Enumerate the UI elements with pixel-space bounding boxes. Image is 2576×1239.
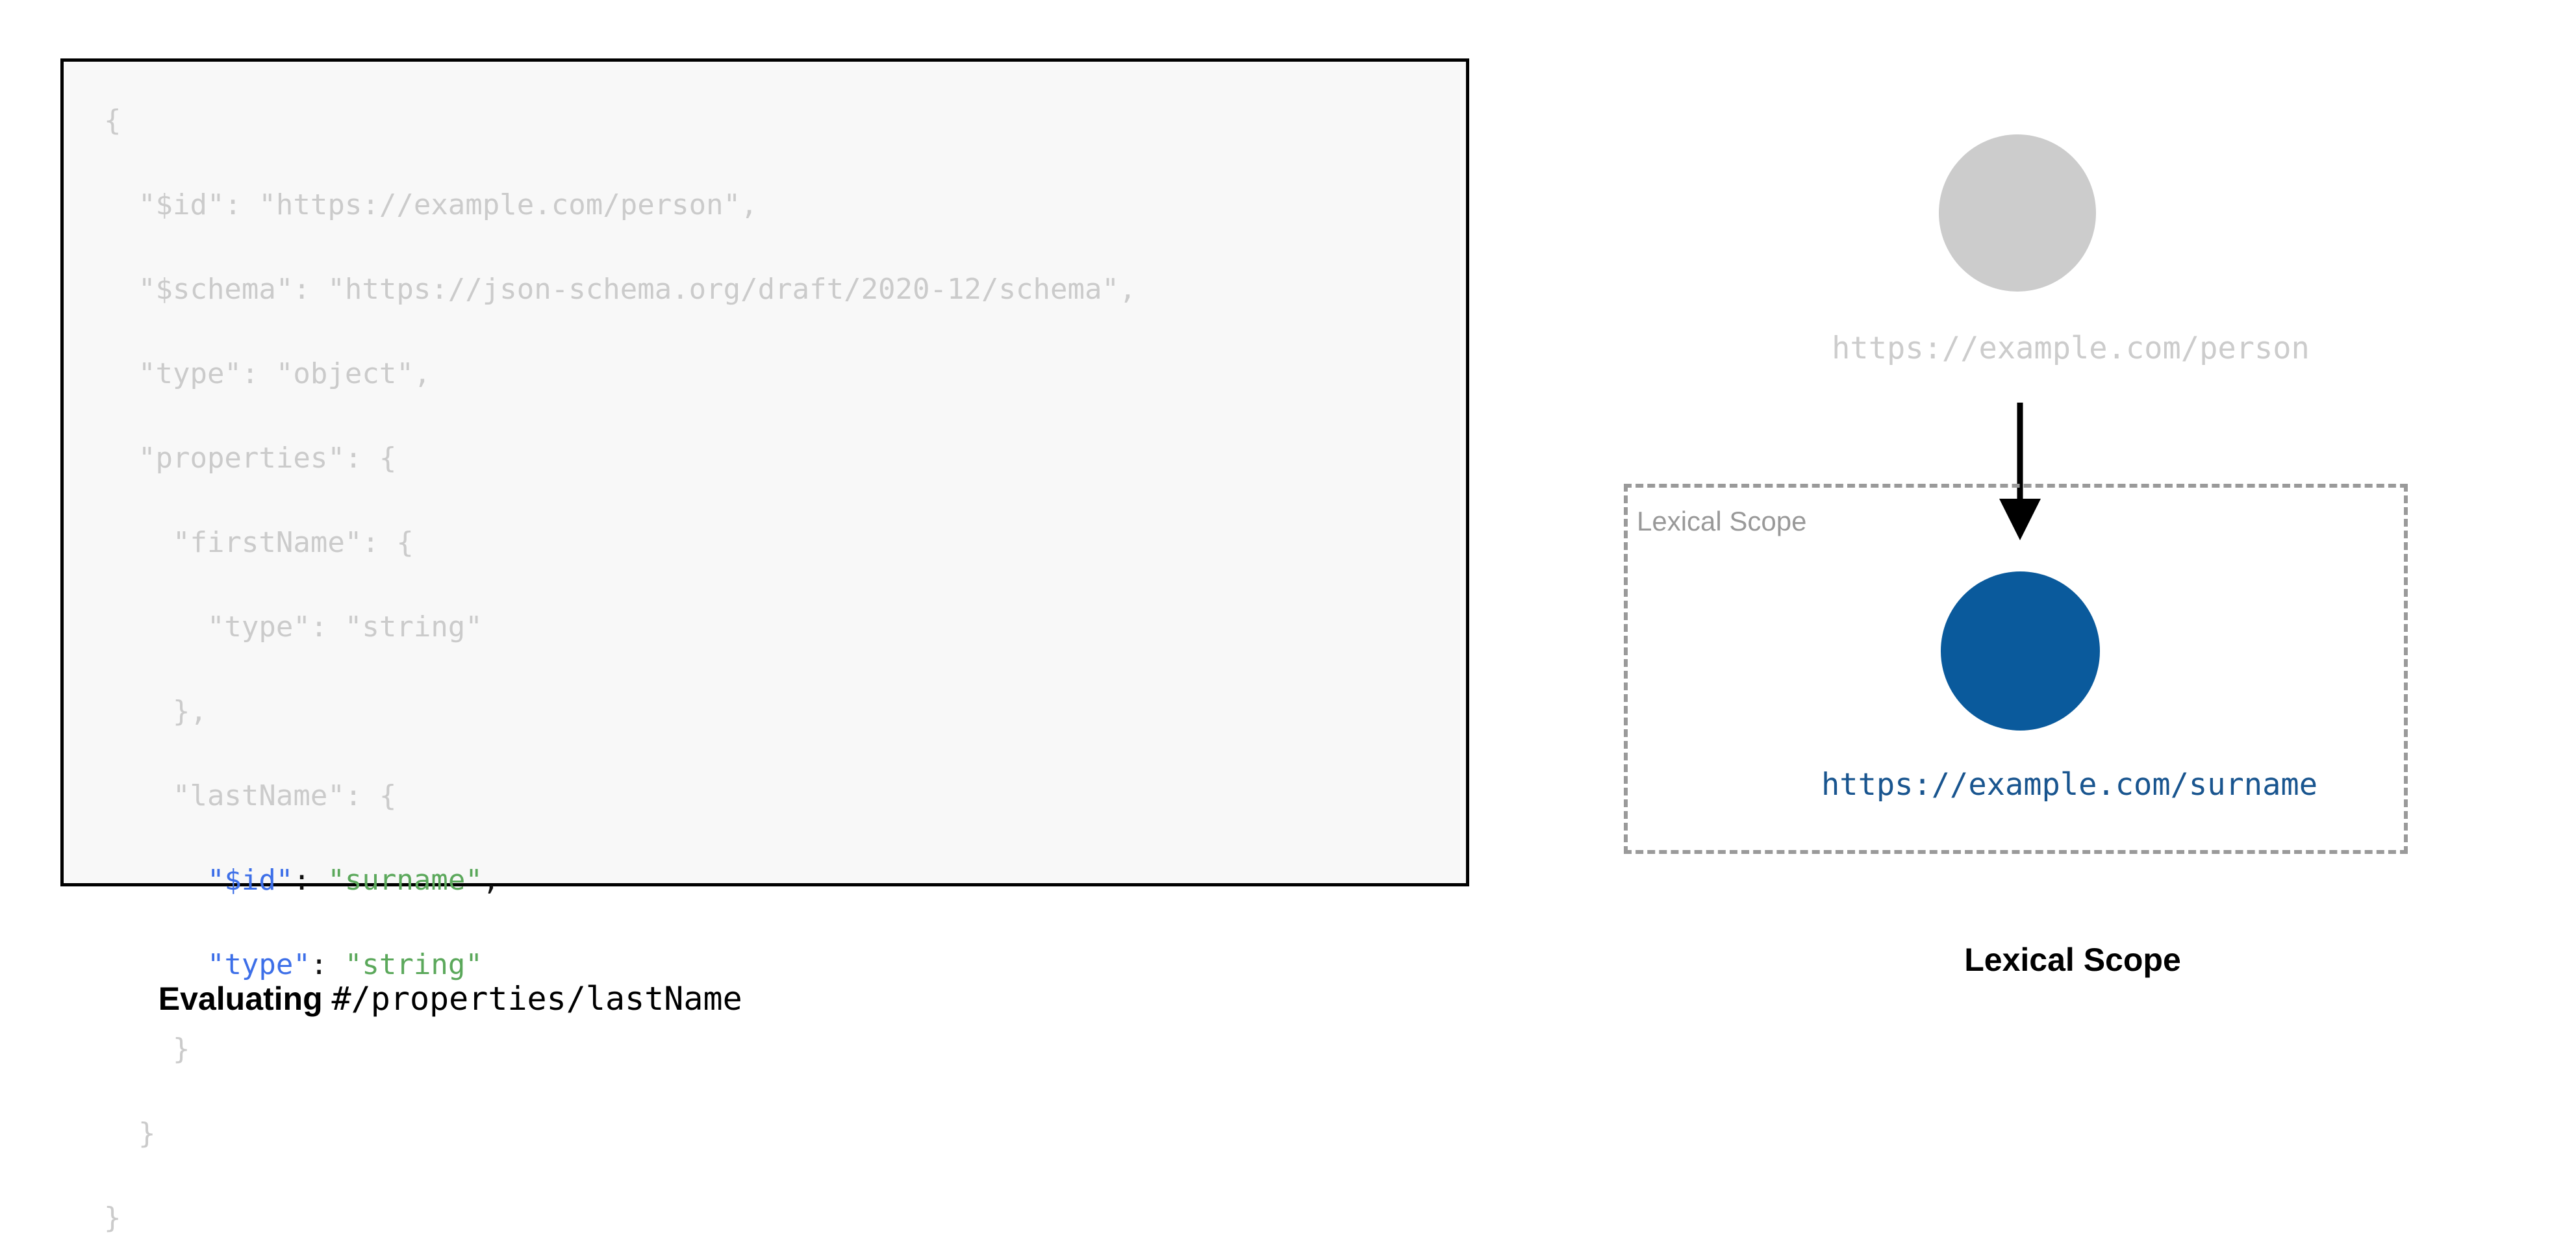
code-token-dim: "properties": { [104,442,397,475]
surname-schema-node-circle [1941,571,2100,731]
code-token-dim: "$id": "https://example.com/person", [104,188,758,221]
code-line: "type": "string" [104,606,1136,648]
code-token-key: "type" [207,948,310,981]
code-token-dim: } [104,1117,156,1150]
person-schema-node-label: https://example.com/person [1832,331,2310,366]
code-line: "lastName": { [104,775,1136,817]
code-line: "$id": "https://example.com/person", [104,184,1136,226]
code-token-indent [104,864,207,897]
code-token-dim: "type": "object", [104,357,431,390]
code-line: "properties": { [104,437,1136,479]
surname-schema-node-label: https://example.com/surname [1821,767,2317,803]
lexical-scope-boundary-box [1624,484,2408,854]
caption-evaluating-label: Evaluating [158,981,332,1017]
code-line: { [104,99,1136,142]
right-panel-caption: Lexical Scope [1964,942,2181,978]
code-line: } [104,1028,1136,1070]
code-token-dim: "lastName": { [104,779,397,812]
code-token-colon: : [293,864,328,897]
json-schema-code-panel: { "$id": "https://example.com/person", "… [60,58,1469,1234]
caption-json-pointer: #/properties/lastName [331,980,742,1018]
code-token-dim: "$schema": "https://json-schema.org/draf… [104,273,1137,306]
code-token-string: "surname" [327,864,483,897]
code-line: } [104,1197,1136,1239]
scope-arrow-icon [1999,403,2041,540]
code-token-colon: : [310,948,345,981]
lexical-scope-boundary-label: Lexical Scope [1637,506,1807,536]
json-schema-code-listing: { "$id": "https://example.com/person", "… [104,99,1136,1239]
lexical-scope-diagram: https://example.com/person Lexical Scope… [1559,0,2576,1039]
code-token-dim: }, [104,695,207,728]
code-token-dim: "firstName": { [104,526,414,559]
person-schema-node-circle [1939,134,2096,292]
code-token-dim: { [104,104,121,137]
code-token-string: "string" [344,948,483,981]
code-token-dim: } [104,1201,121,1234]
code-line: }, [104,690,1136,732]
code-line: } [104,1112,1136,1155]
code-line: "$schema": "https://json-schema.org/draf… [104,268,1136,310]
code-line: "type": "string" [104,944,1136,986]
code-line: "type": "object", [104,353,1136,395]
code-line: "firstName": { [104,521,1136,564]
code-line: "$id": "surname", [104,859,1136,901]
left-panel-caption: Evaluating #/properties/lastName [140,940,742,1018]
code-token-key: "$id" [207,864,294,897]
code-token-dim: "type": "string" [104,610,483,644]
code-token-dim: } [104,1032,190,1066]
code-token-comma: , [482,864,500,897]
